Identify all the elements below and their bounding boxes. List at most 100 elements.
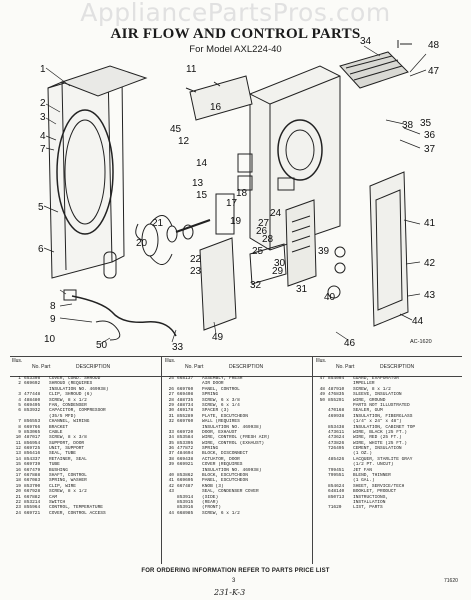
part-no: 799551 (328, 473, 345, 479)
part-no: 853395 (177, 440, 194, 446)
callout-34: 34 (360, 36, 372, 47)
column-header: Illus. No. Part DESCRIPTION (314, 356, 462, 376)
description: SWITCH (49, 499, 66, 505)
part-no: 853065 (24, 429, 41, 435)
description: INSULATION NO. 469938) (49, 386, 109, 392)
control-panel-drawing (285, 199, 317, 287)
description: UNIT, SUPPORT (49, 446, 85, 452)
description: BOOKLET, PRODUCT (353, 489, 397, 495)
header-part: Part (41, 364, 51, 370)
part-no: 473826 (328, 440, 345, 446)
description: SLEEVE, INSULATION (353, 392, 402, 398)
illus-no: 31 (168, 413, 174, 419)
description: TUBE (49, 462, 60, 468)
illus-no: 48 (319, 386, 325, 392)
illus-no: 49 (319, 392, 325, 398)
illus-no: 11 (15, 440, 21, 446)
knobs-drawing (327, 246, 346, 299)
part-no: 669725 (24, 446, 41, 452)
description: ACTUATOR, DOOR (202, 456, 240, 462)
part-no: 726495 (328, 446, 345, 452)
part-no: 469178 (177, 408, 194, 414)
header-no: No. (336, 364, 344, 370)
header-no: No. (185, 364, 193, 370)
part-no: 669495 (24, 402, 41, 408)
description: SCREW, 8 x 1/2 (353, 386, 391, 392)
evaporator-guard-drawing (339, 51, 409, 89)
page-title: AIR FLOW AND CONTROL PARTS (110, 26, 361, 42)
description: SCREW, 6 x 1/2 (202, 510, 240, 516)
illus-no: 33 (168, 429, 174, 435)
screw-48-drawing (397, 40, 412, 48)
description: (1/2 PT. UNCUT) (353, 462, 394, 468)
description: CLIP, SHROUD (6) (49, 392, 93, 398)
header-no-part: No. Part (336, 364, 354, 370)
callout-27: 27 (258, 218, 270, 229)
part-no: 854337 (24, 456, 41, 462)
illus-no: 2 (18, 381, 21, 387)
description: WIRE, BLACK (25 FT.) (353, 429, 408, 435)
table-row: 853914(SIDE) (163, 495, 313, 500)
illus-no: 16 (15, 467, 21, 473)
part-no: 855289 (177, 413, 194, 419)
part-no: 484694 (177, 451, 194, 457)
description: COVER, CONTROL ACCESS (49, 510, 106, 516)
description: (REAR) (202, 499, 219, 505)
callout-8: 8 (50, 301, 56, 312)
part-no: 668137 (177, 376, 194, 381)
illus-no: 15 (15, 462, 21, 468)
part-no: 669720 (177, 429, 194, 435)
illus-no: 44 (168, 510, 174, 516)
description: IMPELLER (353, 381, 375, 387)
table-rule (10, 376, 462, 377)
illus-no: 3 (18, 392, 21, 398)
description: SCREW, 8 x 1/2 (49, 397, 87, 403)
part-no: 669921 (177, 462, 194, 468)
illus-no: 30 (168, 408, 174, 414)
illus-no: 9 (18, 429, 21, 435)
description: WALL (REQUIRES (202, 419, 240, 425)
description: WIRE, CONTROL (EXHAUST) (202, 440, 265, 446)
description: SPACER (3) (202, 408, 230, 414)
callout-36: 36 (424, 130, 436, 141)
watermark: AppliancePartsPros.com (80, 0, 391, 27)
description: BUSHING (49, 467, 68, 473)
table-row: PARTS NOT ILLUSTRATED (314, 403, 462, 408)
callout-18: 18 (236, 188, 248, 199)
header-illus: Illus. (12, 358, 23, 364)
table-divider (312, 356, 313, 564)
description: SPRING (202, 446, 219, 452)
part-no: 850713 (328, 494, 345, 500)
callout-11: 11 (186, 64, 197, 75)
table-row: AIR DOOR (163, 381, 313, 386)
illus-no (314, 505, 328, 510)
part-no: 469938 (328, 413, 345, 419)
callout-6: 6 (38, 244, 44, 255)
part-no: 477448 (24, 392, 41, 398)
callout-10: 10 (44, 334, 56, 345)
callout-47: 47 (428, 66, 440, 77)
illus-no: 4 (18, 397, 21, 403)
description: WIRE, RED (25 FT.) (353, 435, 402, 441)
part-no: 669760 (177, 419, 194, 425)
table-divider (161, 356, 162, 564)
model-subtitle: For Model AXL224-40 (189, 44, 282, 55)
